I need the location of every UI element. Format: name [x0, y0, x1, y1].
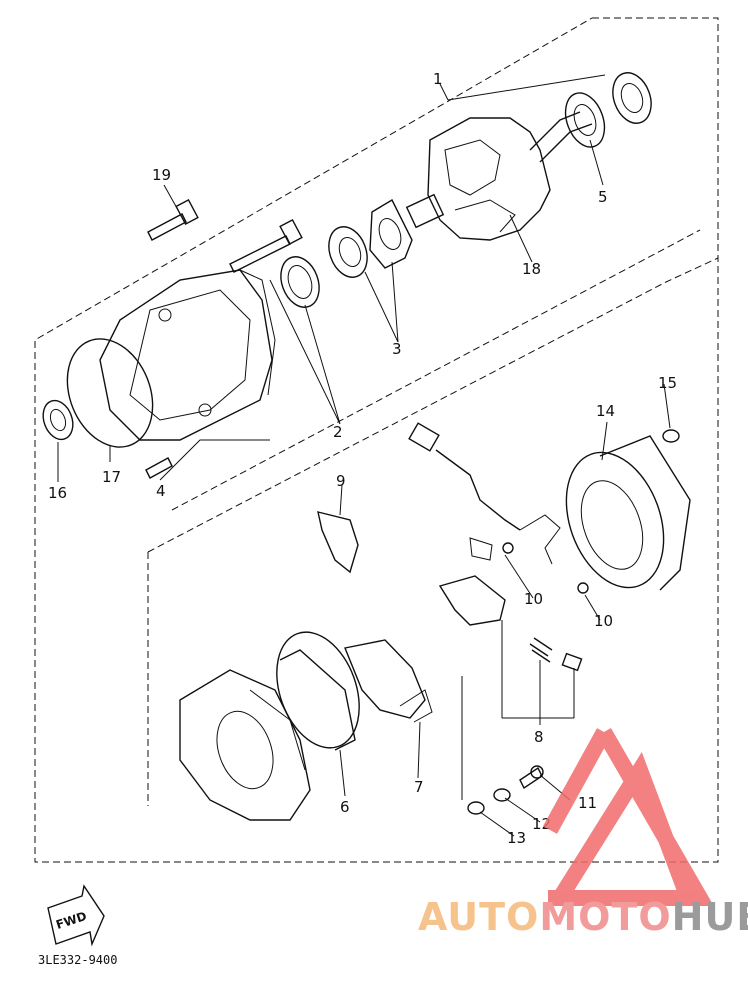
callout-15: 15 [658, 374, 677, 392]
bearing-plate [369, 199, 413, 269]
watermark-hub: HUB [672, 895, 748, 939]
spacer-ring [280, 256, 320, 308]
callout-13: 13 [507, 829, 526, 847]
brush-holder [317, 511, 359, 574]
small-bolt [145, 457, 173, 479]
regulator-bracket [438, 537, 506, 626]
bearing [612, 72, 652, 124]
callout-12: 12 [532, 815, 551, 833]
callout-4: 4 [156, 482, 166, 500]
upper-assembly-boundary [34, 17, 719, 863]
callout-7: 7 [414, 778, 424, 796]
callout-9: 9 [336, 472, 346, 490]
front-seal [42, 399, 74, 441]
grommet [662, 429, 680, 443]
callout-18: 18 [522, 260, 541, 278]
rotor-assembly [405, 92, 606, 241]
callout-14: 14 [596, 402, 615, 420]
leader-lines [57, 74, 671, 837]
callout-11: 11 [578, 794, 597, 812]
rectifier [344, 639, 433, 723]
callout-8: 8 [534, 728, 544, 746]
spring [529, 637, 553, 663]
watermark-logo: AUTOMOTOHUB [418, 727, 748, 939]
fwd-arrow: FWD [47, 884, 105, 947]
through-bolt [229, 218, 303, 273]
svg-text:AUTOMOTOHUB: AUTOMOTOHUB [418, 895, 748, 939]
callout-2: 2 [333, 423, 343, 441]
callout-1: 1 [433, 70, 443, 88]
lock-washer [493, 788, 511, 802]
upper-lower-divider [171, 229, 701, 511]
oil-seal [328, 226, 368, 278]
callout-19: 19 [152, 166, 171, 184]
rear-housing [179, 669, 311, 821]
bolt-19 [147, 198, 199, 241]
callout-10a: 10 [524, 590, 543, 608]
terminal-bolt [519, 765, 544, 790]
callout-17: 17 [102, 468, 121, 486]
front-housing [99, 269, 276, 441]
wire-lead [408, 422, 561, 565]
callout-5: 5 [598, 188, 608, 206]
watermark-moto: MOTO [539, 895, 671, 939]
callout-16: 16 [48, 484, 67, 502]
watermark-triangle [542, 727, 714, 906]
stator [276, 631, 360, 751]
rotor-group-boundary [147, 257, 719, 553]
callout-10b: 10 [594, 612, 613, 630]
nut [467, 801, 485, 815]
screw-10a [502, 542, 514, 554]
screw-10b [577, 582, 589, 594]
watermark-auto: AUTO [418, 895, 539, 939]
brush [561, 652, 583, 672]
o-ring [66, 338, 154, 448]
drawing-code: 3LE332-9400 [38, 953, 117, 967]
callout-6: 6 [340, 798, 350, 816]
alternator-cover [565, 435, 691, 591]
callout-3: 3 [392, 340, 402, 358]
fwd-label: FWD [54, 909, 88, 932]
